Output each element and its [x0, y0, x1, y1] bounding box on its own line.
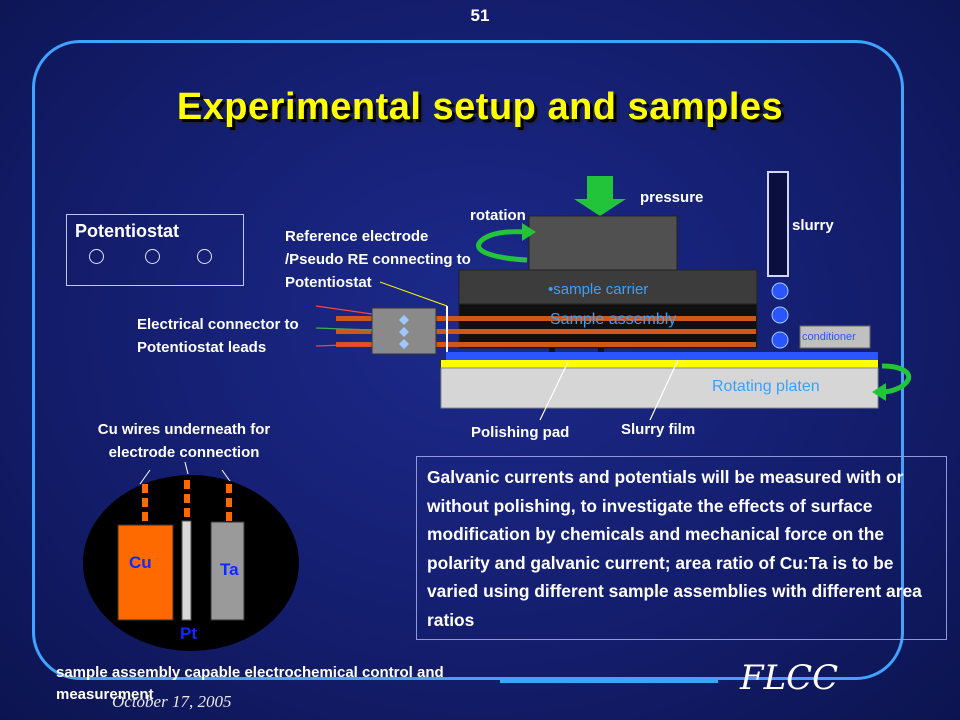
sample-assembly-label: Sample assembly	[550, 311, 677, 328]
cu-wires-label: Cu wires underneath for electrode connec…	[97, 421, 271, 461]
conditioner	[799, 325, 871, 349]
sample-assembly-caption: sample assembly capable electrochemical …	[56, 664, 444, 703]
sample-assembly	[458, 303, 758, 349]
copper-leads	[336, 316, 756, 347]
sample-carrier	[458, 269, 758, 307]
pad-leader	[539, 361, 569, 421]
sample-carrier-label: •sample carrier	[548, 281, 649, 298]
potentiostat-title: Potentiostat	[75, 221, 180, 241]
ta-label: Ta	[220, 560, 239, 579]
footer-line	[500, 680, 718, 683]
connector-arrow-icon	[315, 305, 373, 347]
rotation-label: rotation	[470, 207, 526, 224]
cu-wires	[142, 480, 232, 521]
potentiostat-terminal	[197, 249, 212, 264]
pt-electrode	[181, 520, 192, 621]
pt-label: Pt	[180, 624, 197, 643]
cu-electrode	[117, 524, 174, 621]
reference-electrode-label: Reference electrode /Pseudo RE connectin…	[285, 228, 471, 291]
footer-date: October 17, 2005	[112, 692, 232, 711]
conditioner-label: conditioner	[802, 331, 856, 343]
connector-pins	[399, 315, 409, 349]
slide-title: Experimental setup and samples	[176, 86, 784, 128]
pressure-head	[528, 215, 678, 273]
rotating-platen-label: Rotating platen	[712, 378, 820, 395]
pressure-label: pressure	[640, 189, 704, 206]
slurry-drops	[771, 282, 789, 349]
potentiostat-box: Potentiostat	[66, 214, 244, 286]
rotating-platen	[440, 367, 879, 409]
reference-leader	[379, 281, 448, 307]
slurry-film-label: Slurry film	[621, 421, 696, 438]
electrical-connector-label: Electrical connector to Potentiostat lea…	[137, 316, 299, 356]
slurry-film-leader	[649, 359, 679, 421]
slide-frame	[32, 40, 904, 680]
cu-label: Cu	[129, 553, 152, 572]
footer-brand: FLCC	[740, 658, 839, 698]
down-arrow-icon	[574, 176, 626, 216]
slurry-film-layer	[446, 352, 878, 360]
potentiostat-terminal	[89, 249, 104, 264]
potentiostat-terminal	[145, 249, 160, 264]
page-number: 51	[470, 6, 490, 25]
polishing-pad	[441, 360, 878, 368]
polishing-pad-label: Polishing pad	[471, 424, 570, 441]
rotation-arrow-icon	[476, 229, 528, 263]
ta-electrode	[210, 521, 245, 621]
slurry-label: slurry	[792, 217, 834, 234]
slurry-tube	[767, 171, 789, 277]
description-box: Galvanic currents and potentials will be…	[416, 456, 947, 640]
